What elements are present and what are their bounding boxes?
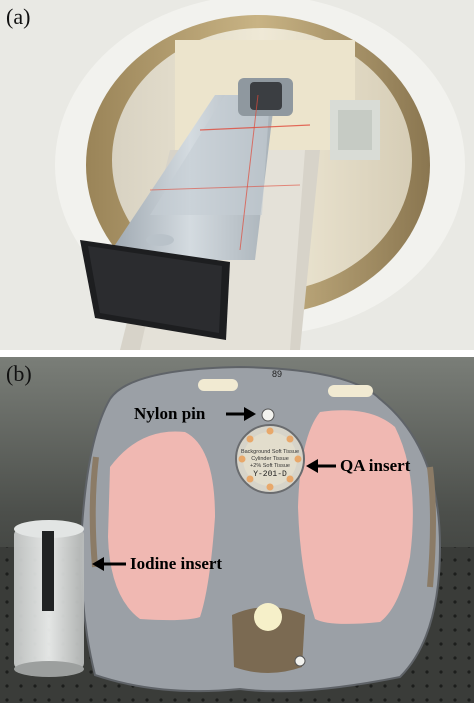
nylon-pin-label: Nylon pin	[134, 404, 206, 423]
ct-scanner-photo	[0, 0, 474, 350]
qa-insert-text-1: Background Soft Tissue	[241, 449, 299, 455]
panel-a-label: (a)	[6, 4, 31, 29]
panel-b-label: (b)	[6, 361, 32, 386]
panel-b-photo: Background Soft Tissue Cylinder Tissue +…	[0, 357, 474, 703]
phantom-id-text: 89	[272, 369, 282, 379]
iodine-insert-label: Iodine insert	[130, 554, 223, 573]
phantom-cross-section-photo: Background Soft Tissue Cylinder Tissue +…	[0, 357, 474, 703]
qa-insert-label: QA insert	[340, 456, 411, 475]
panel-a-photo: (a)	[0, 0, 474, 350]
qa-insert-text-2: Cylinder Tissue	[251, 456, 289, 462]
qa-insert-text-3: +2% Soft Tissue	[250, 463, 290, 469]
qa-insert-text-4: Y-201-D	[253, 470, 287, 479]
